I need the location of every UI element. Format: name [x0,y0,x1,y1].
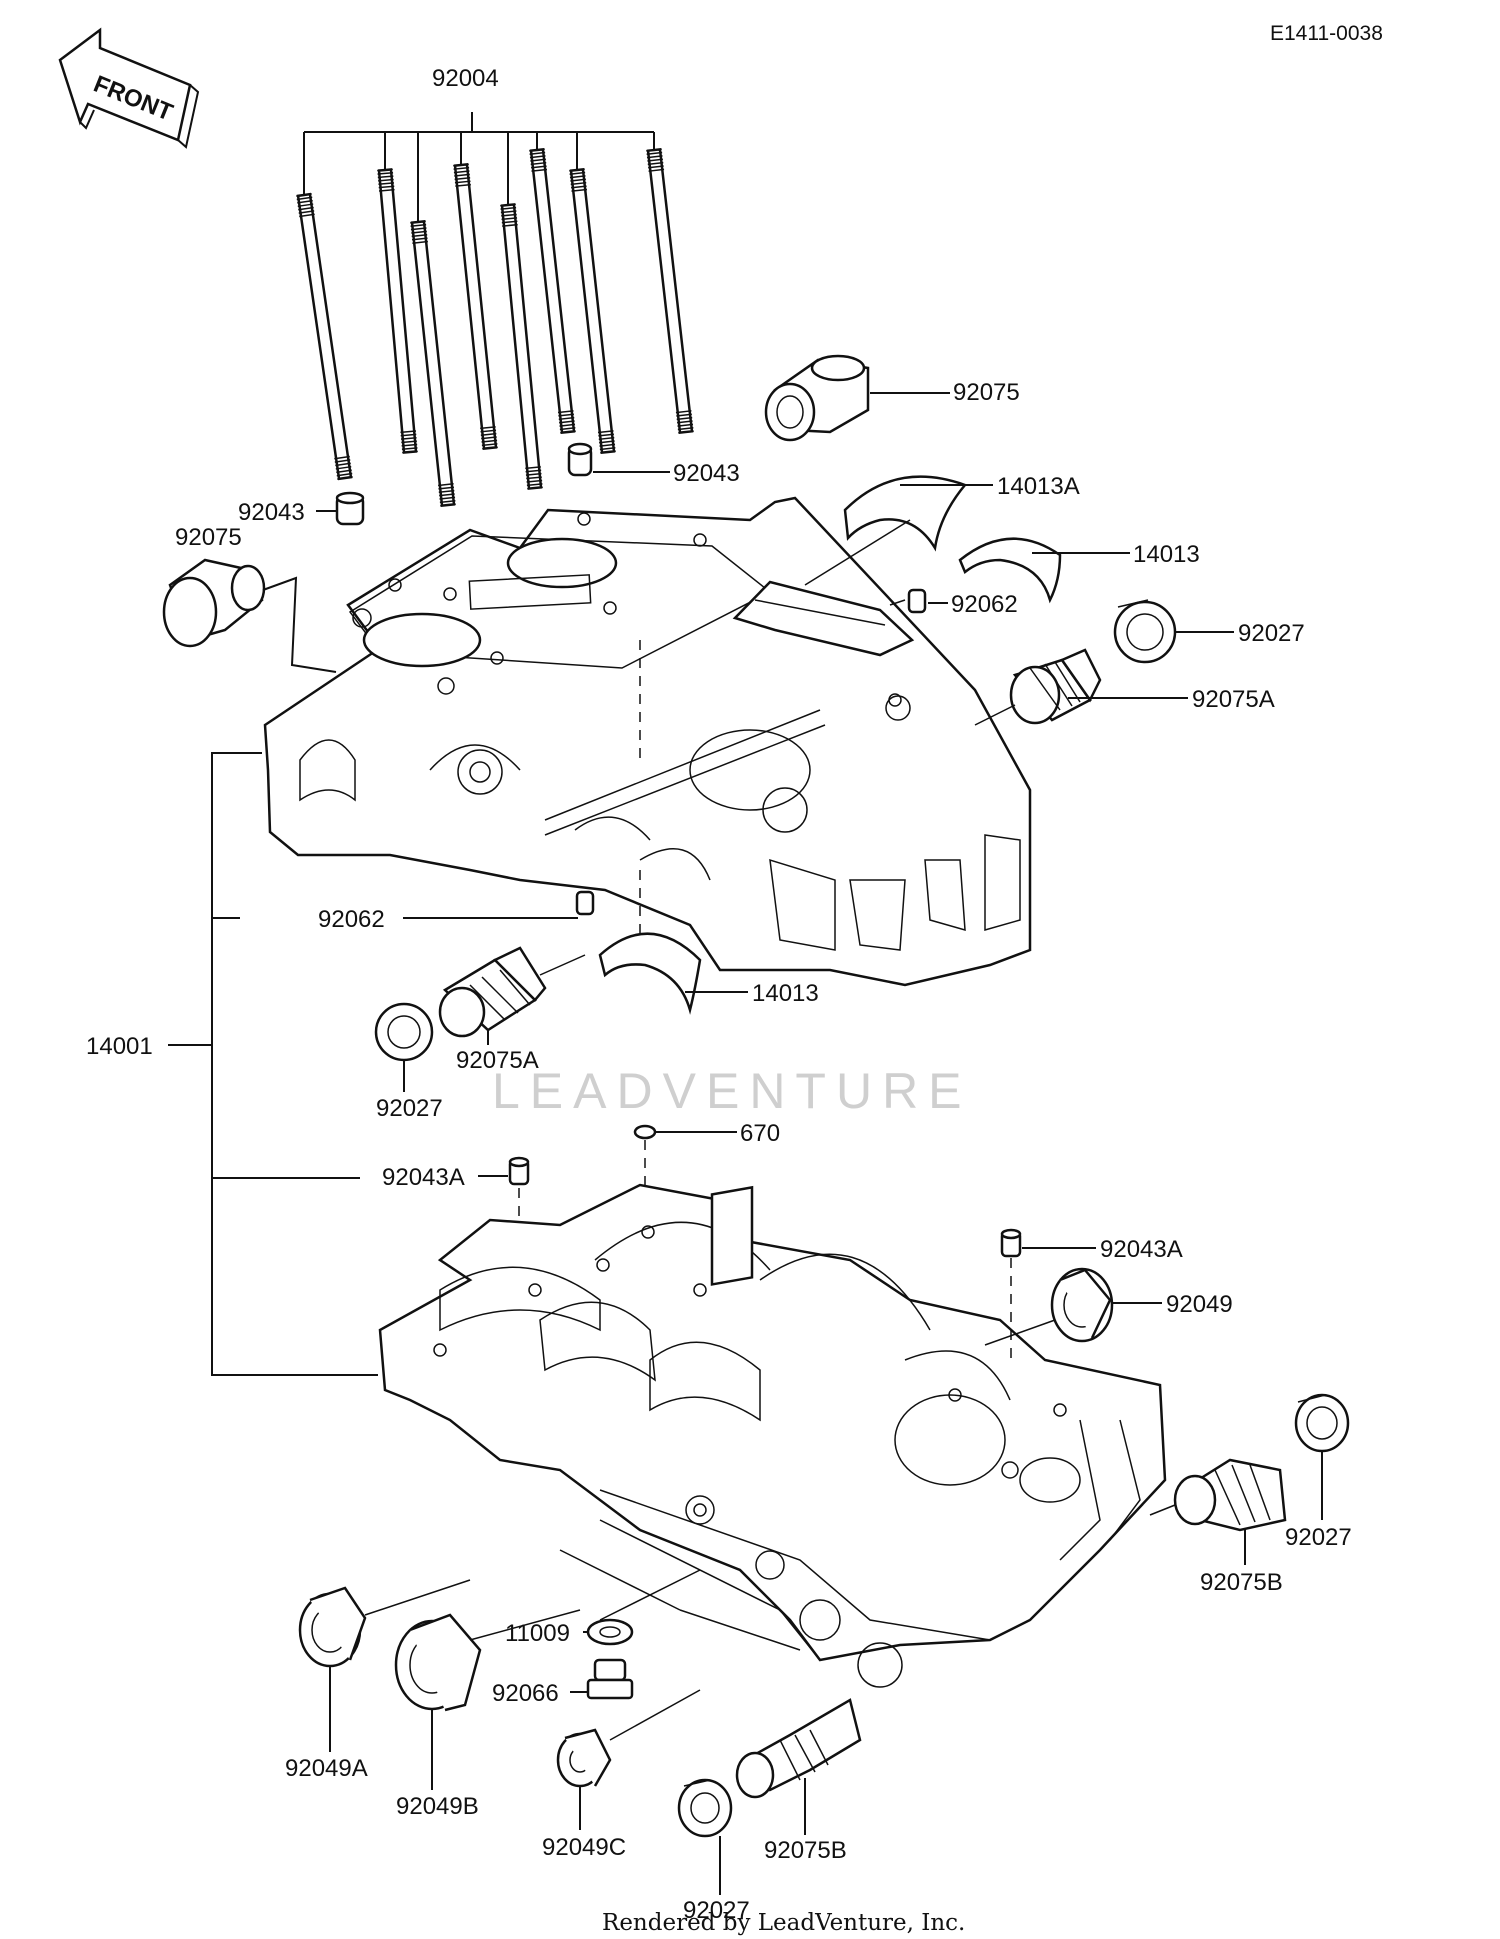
dowel-pin-92043-right [567,442,670,477]
label-92043-right: 92043 [673,460,740,487]
dowel-pin-92043-left [316,491,365,526]
plug-92062-top [889,588,948,614]
label-14013-bottom: 14013 [752,980,819,1007]
stud-bolt [453,163,498,450]
label-92075-left: 92075 [175,524,242,551]
knock-pin-92075A-right [974,648,1188,726]
dowel-pin-92043A-right [1000,1228,1096,1360]
label-92043A-right: 92043A [1100,1236,1183,1263]
label-92027-far-right: 92027 [1285,1524,1352,1551]
part-labels: 92004 92075 92043 92043 92075 14013A 140… [86,65,1352,1924]
thrust-bearing-14013-top [958,537,1130,604]
dowel-pin-92043A-left [478,1156,530,1230]
thrust-bearing-14013-bottom [598,932,748,1015]
knock-pin-92075B-right [1149,1458,1287,1565]
stud-bolt [529,147,576,435]
label-92027-bottom: 92027 [683,1897,750,1924]
label-11009: 11009 [505,1620,570,1647]
label-14013-top: 14013 [1133,541,1200,568]
drain-plug-92066 [570,1658,634,1700]
stud-bolt [500,203,543,490]
bracket-14001 [168,752,378,1376]
stud-bolt [410,219,456,508]
oil-seal-92049B [394,1609,581,1790]
stud-bolt [296,192,353,481]
label-92004: 92004 [432,65,499,92]
oring-670 [633,1124,737,1185]
label-92075B-right: 92075B [1200,1569,1283,1596]
diagram-code: E1411-0038 [1270,22,1383,45]
front-arrow-icon: FRONT [58,27,200,149]
knock-pin-92075B-bottom [735,1698,862,1835]
label-14001: 14001 [86,1033,153,1060]
label-92066: 92066 [492,1680,559,1707]
stud-bolt [377,168,418,454]
stud-bolts [296,112,694,508]
collar-92027-right [1113,599,1234,664]
upper-crankcase [263,496,1032,987]
dowel-bushing-left [162,558,337,673]
oil-seal-92049A [298,1579,471,1752]
label-92062-top: 92062 [951,591,1018,618]
label-14013A: 14013A [997,473,1080,500]
footer-credit: Rendered by LeadVenture, Inc. [602,1910,965,1936]
collar-92027-bottom [677,1778,733,1895]
oil-seal-92049 [984,1267,1162,1346]
lower-crankcase [378,1183,1167,1688]
dowel-bushing-top [764,354,950,442]
label-92075A-left: 92075A [456,1047,539,1074]
label-92049A: 92049A [285,1755,368,1782]
label-92049B: 92049B [396,1793,479,1820]
stud-bolt [646,147,694,435]
collar-92027-far-right [1294,1393,1350,1520]
label-670: 670 [740,1120,780,1147]
label-92075B-bottom: 92075B [764,1837,847,1864]
watermark-text: LEADVENTURE [492,1063,972,1119]
thrust-bearing-14013A [804,475,993,586]
label-92043-left: 92043 [238,499,305,526]
label-92062-mid: 92062 [318,906,385,933]
label-92043A-left: 92043A [382,1164,465,1191]
label-92075-top: 92075 [953,379,1020,406]
label-92027-right: 92027 [1238,620,1305,647]
gasket-11009 [583,1569,701,1646]
knock-pin-92075A-left [438,946,586,1045]
oil-seal-92049C [556,1689,701,1830]
plug-92062-mid [403,890,595,919]
stud-bolt [569,167,616,455]
label-92075A-right: 92075A [1192,686,1275,713]
label-92049C: 92049C [542,1834,626,1861]
label-92049: 92049 [1166,1291,1233,1318]
collar-92027-left [374,1002,434,1092]
label-92027-left: 92027 [376,1095,443,1122]
